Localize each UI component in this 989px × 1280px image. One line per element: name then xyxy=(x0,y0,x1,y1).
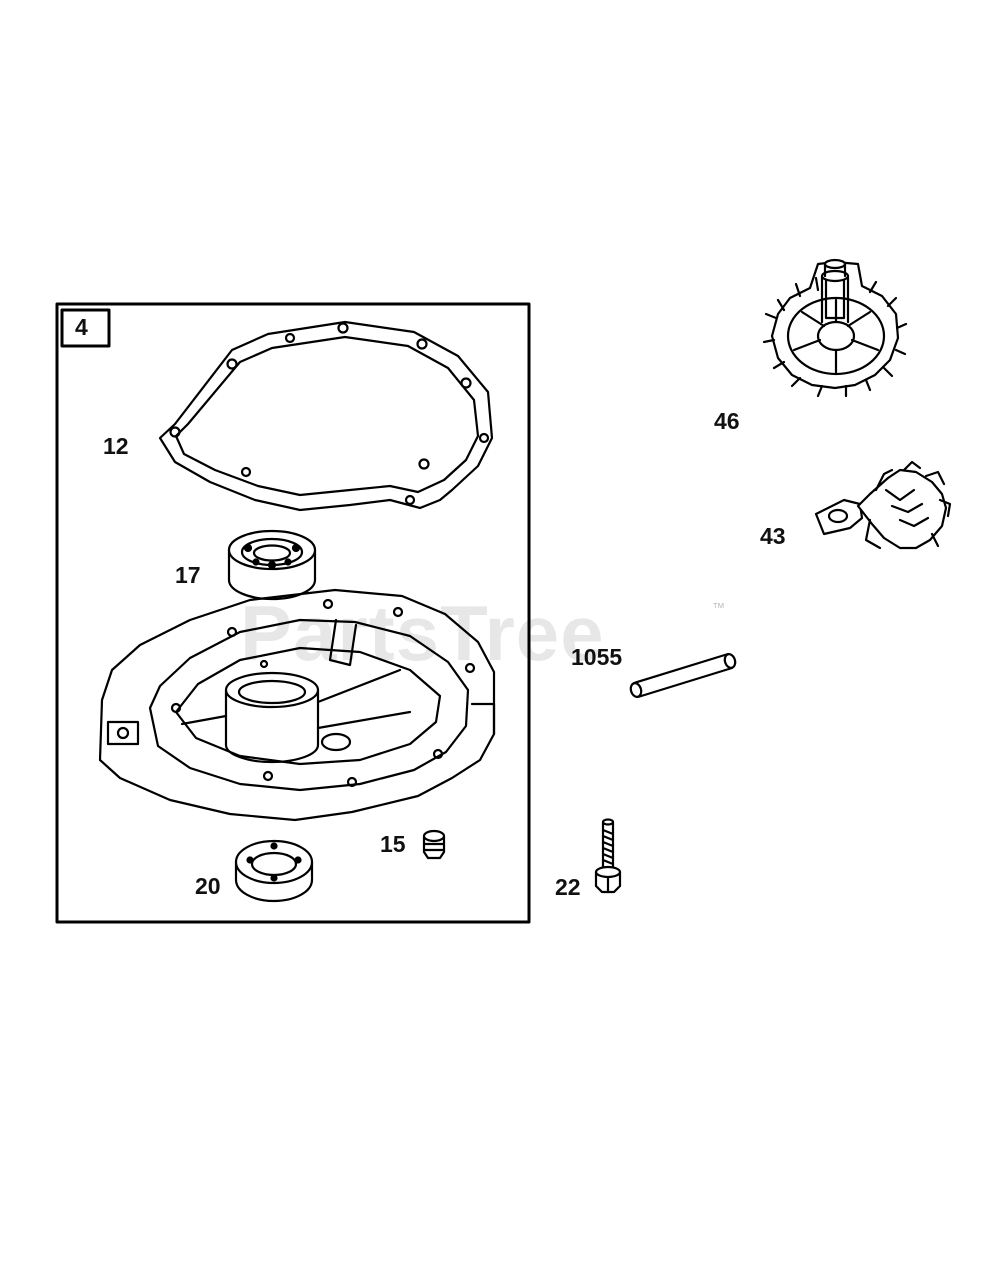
kit-box-tag xyxy=(60,308,111,348)
callout-12: 12 xyxy=(103,433,129,459)
governor-gear-drawing xyxy=(762,258,908,398)
kit-box-outline xyxy=(55,302,531,924)
kit-box-label: 4 xyxy=(75,314,88,340)
callout-15: 15 xyxy=(380,831,406,857)
gasket-drawing xyxy=(158,320,494,512)
plug-drawing xyxy=(422,829,446,860)
oil-seal-drawing xyxy=(234,839,314,903)
callout-1055: 1055 xyxy=(571,644,623,670)
watermark-text: PartsTree xyxy=(240,589,605,677)
callout-17: 17 xyxy=(175,562,201,588)
callout-43: 43 xyxy=(760,523,786,549)
dowel-pin-drawing xyxy=(629,652,737,699)
callout-20: 20 xyxy=(195,873,221,899)
bearing-drawing xyxy=(227,529,317,601)
bolt-drawing xyxy=(594,818,622,894)
watermark-trademark: ™ xyxy=(712,600,725,615)
oil-slinger-drawing xyxy=(814,460,952,550)
sump-cover-drawing xyxy=(98,588,496,822)
callout-46: 46 xyxy=(714,408,740,434)
callout-22: 22 xyxy=(555,874,581,900)
